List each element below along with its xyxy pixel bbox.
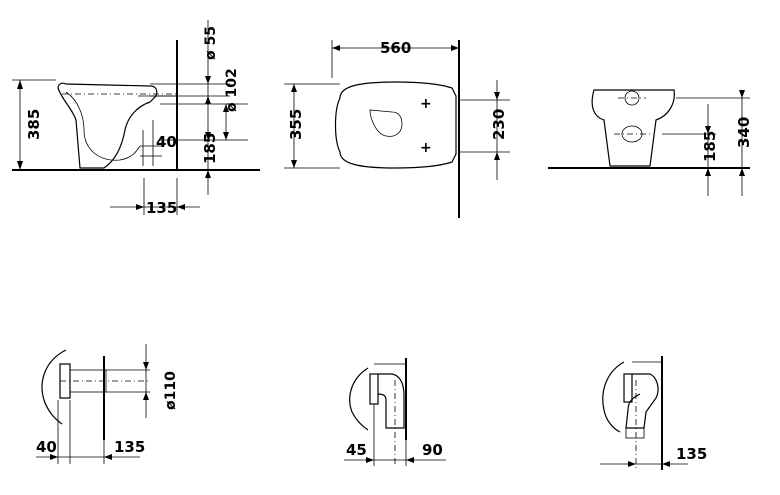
dim-arrow — [739, 168, 745, 176]
dim-arrow — [50, 454, 58, 460]
dim-110-label: ø110 — [163, 371, 179, 410]
dim-135-conn3-label: 135 — [676, 445, 707, 463]
dim-385-label: 385 — [25, 109, 43, 140]
dim-arrow — [17, 161, 23, 170]
front-view: 185 340 — [548, 89, 753, 196]
side-bowl-outline — [57, 82, 158, 169]
conn2-bowl-curve — [349, 367, 369, 431]
dim-arrow — [143, 362, 149, 370]
dim-arrow — [494, 92, 500, 100]
front-bowl-outline — [591, 89, 675, 167]
dim-90-label: 90 — [422, 441, 443, 459]
conn2-elbow-pipe — [377, 373, 405, 429]
dim-arrow — [406, 457, 414, 463]
dim-230-label: 230 — [490, 109, 508, 140]
dim-arrow — [705, 126, 711, 134]
top-seat-outline — [334, 81, 457, 169]
connector-horizontal-detail: ø110 40 135 — [36, 344, 179, 464]
dim-arrow — [143, 392, 149, 400]
dim-arrow — [451, 45, 459, 51]
dim-arrow — [366, 457, 374, 463]
dim-40-label: 40 — [156, 133, 177, 151]
conn3-bowl-curve — [602, 361, 625, 433]
dim-355-label: 355 — [287, 109, 305, 140]
conn3-bend-pipe — [625, 373, 659, 429]
dim-arrow — [494, 152, 500, 160]
dim-arrow — [104, 454, 112, 460]
dim-560-label: 560 — [380, 39, 411, 57]
top-view: 560 + + 355 230 — [284, 39, 510, 218]
front-supply-circle — [624, 90, 640, 106]
conn3-collar — [623, 373, 633, 403]
dim-arrow — [223, 132, 229, 140]
dim-arrow — [205, 132, 211, 140]
conn1-bowl-curve — [41, 349, 67, 425]
dim-102-label: ø 102 — [224, 68, 240, 112]
dim-arrow — [628, 461, 636, 467]
top-fixing-mark: + — [420, 140, 432, 156]
dim-arrow — [223, 104, 229, 112]
conn2-collar — [369, 373, 379, 405]
dim-185-front-label: 185 — [701, 131, 719, 162]
conn3-outlet-ring — [625, 427, 645, 439]
dim-185-label: 185 — [201, 133, 219, 164]
dim-340-label: 340 — [735, 117, 753, 148]
connector-vertical-detail: 135 — [600, 356, 707, 470]
dim-55-label: ø 55 — [203, 26, 219, 60]
dim-arrow — [136, 204, 144, 210]
top-opening-outline — [369, 109, 403, 137]
dim-45-label: 45 — [346, 441, 367, 459]
dim-arrow — [705, 168, 711, 176]
dim-arrow — [205, 170, 211, 178]
dim-arrow — [332, 45, 340, 51]
top-fixing-mark: + — [420, 96, 432, 112]
dim-135-label: 135 — [146, 199, 177, 217]
side-view: 385 ø 55 ø 102 185 40 135 — [12, 20, 260, 217]
dim-arrow — [177, 204, 185, 210]
dim-arrow — [291, 84, 297, 92]
dim-arrow — [205, 96, 211, 104]
side-outlet-stub — [140, 145, 162, 157]
dim-arrow — [739, 90, 745, 98]
dim-arrow — [17, 80, 23, 89]
dim-arrow — [205, 76, 211, 84]
dim-arrow — [291, 160, 297, 168]
side-trap-curve — [65, 91, 141, 161]
dim-arrow — [662, 461, 670, 467]
connector-elbow-detail: 45 90 — [344, 358, 446, 466]
dim-40-conn-label: 40 — [36, 438, 57, 456]
dim-135-conn-label: 135 — [114, 438, 145, 456]
